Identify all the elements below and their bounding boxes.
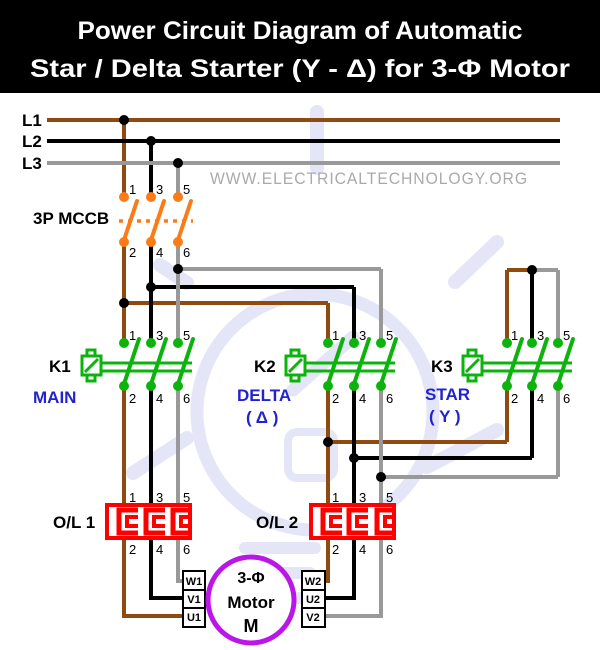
- k1-terminal-number: 4: [156, 391, 163, 406]
- ol1-terminal-number: 5: [183, 490, 190, 505]
- supply-line-l2-label: L2: [22, 132, 42, 151]
- phase-l2-wiring: [47, 139, 560, 600]
- title-banner: Power Circuit Diagram of Automatic Star …: [0, 0, 600, 93]
- ol2-terminal-number: 1: [332, 490, 339, 505]
- k3-terminal-number: 3: [537, 328, 544, 343]
- ol2-terminal-number: 2: [332, 542, 339, 557]
- overload-1-label: O/L 1: [53, 513, 95, 532]
- k2-terminal-number: 1: [332, 328, 339, 343]
- title-line-1: Power Circuit Diagram of Automatic: [78, 17, 523, 45]
- motor-symbol-label: M: [244, 616, 259, 636]
- title-line-2: Star / Delta Starter (Y - Δ) for 3-Φ Mot…: [30, 55, 570, 83]
- mccb-terminal-number: 1: [129, 182, 136, 197]
- mccb-symbol: [119, 192, 193, 247]
- mccb-label: 3P MCCB: [33, 209, 109, 228]
- site-watermark: WWW.ELECTRICALTECHNOLOGY.ORG: [210, 169, 528, 188]
- motor-circle: [205, 554, 297, 646]
- contactor-k2-role-label: DELTA: [237, 386, 291, 405]
- supply-line-l3-label: L3: [22, 154, 42, 173]
- phase-l3-wiring: [47, 161, 560, 618]
- k1-terminal-number: 2: [129, 391, 136, 406]
- phase-l1-wiring: [47, 118, 560, 618]
- ol1-terminal-number: 2: [129, 542, 136, 557]
- motor-name-label: Motor: [227, 593, 275, 612]
- contactor-k2-label: K2: [254, 357, 276, 376]
- k2-terminal-number: 4: [359, 391, 366, 406]
- k3-terminal-number: 6: [563, 391, 570, 406]
- k2-terminal-number: 2: [332, 391, 339, 406]
- ol2-terminal-number: 4: [359, 542, 366, 557]
- motor-terminal-w2: W2: [305, 576, 322, 588]
- contactor-k2-symbol-label: ( Δ ): [246, 408, 278, 427]
- ol1-terminal-number: 3: [156, 490, 163, 505]
- ol1-terminal-number: 1: [129, 490, 136, 505]
- motor-terminal-v1: V1: [187, 594, 200, 606]
- mccb-terminal-number: 6: [183, 245, 190, 260]
- motor-phase-label: 3-Φ: [237, 570, 264, 587]
- contactor-k3-role-label: STAR: [425, 385, 470, 404]
- k1-terminal-number: 5: [183, 328, 190, 343]
- k2-terminal-number: 3: [359, 328, 366, 343]
- k1-terminal-number: 1: [129, 328, 136, 343]
- contactor-k1-role-label: MAIN: [33, 388, 76, 407]
- contactor-k2-symbol: [284, 337, 398, 391]
- mccb-terminal-number: 4: [156, 245, 163, 260]
- junction-dots: [119, 115, 537, 482]
- k1-terminal-number: 6: [183, 391, 190, 406]
- contactor-k3-symbol: [461, 337, 575, 391]
- motor-terminal-u2: U2: [306, 594, 320, 606]
- ol1-terminal-number: 4: [156, 542, 163, 557]
- ol2-terminal-number: 6: [386, 542, 393, 557]
- k2-terminal-number: 5: [386, 328, 393, 343]
- motor-terminal-box-left: [182, 570, 206, 628]
- overload-relay-1-symbol: [105, 503, 192, 540]
- ol2-terminal-number: 5: [386, 490, 393, 505]
- k3-terminal-number: 1: [511, 328, 518, 343]
- motor-terminal-w1: W1: [186, 576, 203, 588]
- motor-terminal-u1: U1: [187, 612, 201, 624]
- k3-terminal-number: 5: [563, 328, 570, 343]
- contactor-k3-symbol-label: ( Y ): [429, 407, 461, 426]
- contactor-k1-symbol: [80, 337, 195, 391]
- motor-terminal-v2: V2: [306, 612, 319, 624]
- k3-terminal-number: 2: [511, 391, 518, 406]
- k2-terminal-number: 6: [386, 391, 393, 406]
- mccb-terminal-number: 5: [183, 182, 190, 197]
- ol1-terminal-number: 6: [183, 542, 190, 557]
- ol2-terminal-number: 3: [359, 490, 366, 505]
- contactor-k3-label: K3: [431, 357, 453, 376]
- overload-relay-2-symbol: [309, 503, 396, 540]
- mccb-terminal-number: 3: [156, 182, 163, 197]
- mccb-terminal-number: 2: [129, 245, 136, 260]
- contactor-k1-label: K1: [49, 357, 71, 376]
- k1-terminal-number: 3: [156, 328, 163, 343]
- overload-2-label: O/L 2: [256, 513, 298, 532]
- motor-terminal-box-right: [301, 570, 326, 628]
- supply-line-l1-label: L1: [22, 111, 42, 130]
- k3-terminal-number: 4: [537, 391, 544, 406]
